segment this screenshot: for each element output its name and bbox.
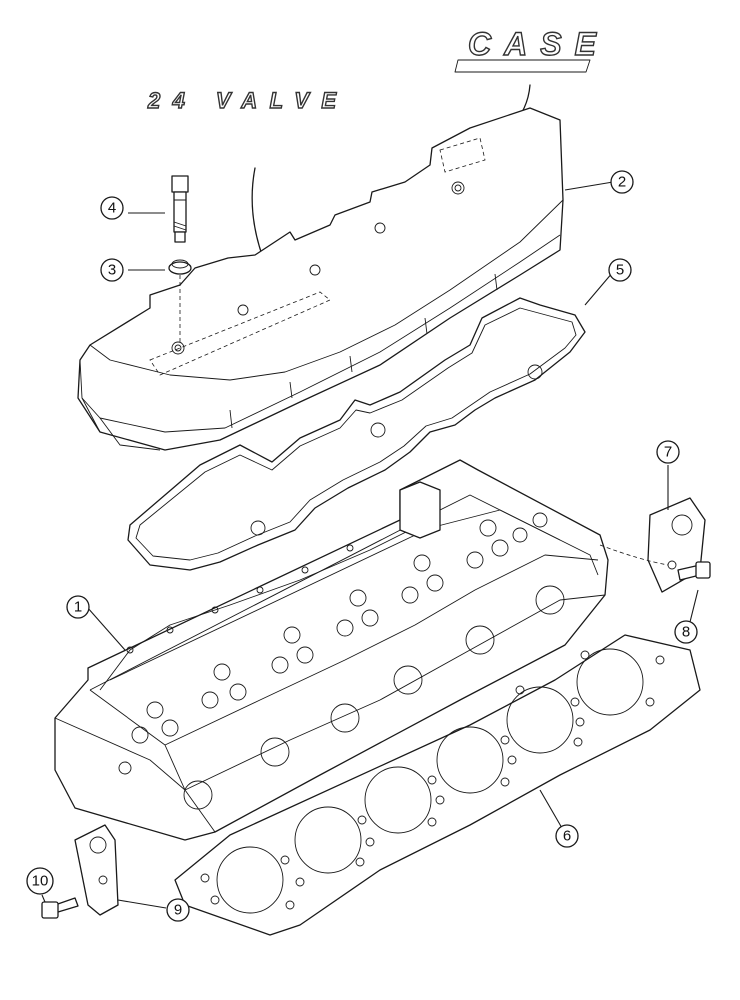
callout-8: 8 <box>674 620 698 644</box>
callout-label: 7 <box>664 444 672 461</box>
cover-bolt <box>171 175 189 243</box>
callout-7: 7 <box>656 440 680 464</box>
callout-label: 9 <box>174 902 182 919</box>
callout-label: 2 <box>618 174 626 191</box>
callout-label: 4 <box>108 200 116 217</box>
callout-3: 3 <box>100 258 124 282</box>
case-logo: CASE <box>454 25 598 73</box>
bracket-bolt-front <box>41 897 79 919</box>
24-valve-decal: 24 VALVE <box>146 87 338 113</box>
head-gasket <box>174 634 701 936</box>
callout-label: 6 <box>563 828 571 845</box>
callout-6: 6 <box>555 824 579 848</box>
callout-label: 1 <box>74 599 82 616</box>
callout-label: 10 <box>32 873 49 890</box>
valve-cover-gasket <box>127 297 586 571</box>
callout-4: 4 <box>100 196 124 220</box>
valve-cover <box>77 107 564 451</box>
bracket-bolt-rear <box>677 561 711 581</box>
sealing-washer <box>168 259 192 345</box>
callout-label: 3 <box>108 262 116 279</box>
callout-1: 1 <box>66 595 90 619</box>
callout-label: 8 <box>682 624 690 641</box>
cylinder-head <box>54 459 609 841</box>
callout-5: 5 <box>608 258 632 282</box>
lifting-bracket-front <box>74 824 119 916</box>
callout-2: 2 <box>610 170 634 194</box>
callout-10: 10 <box>26 867 54 895</box>
callout-9: 9 <box>166 898 190 922</box>
callout-label: 5 <box>616 262 624 279</box>
24-valve-text: 24 VALVE <box>147 88 337 113</box>
case-logo-text: CASE <box>468 26 598 62</box>
